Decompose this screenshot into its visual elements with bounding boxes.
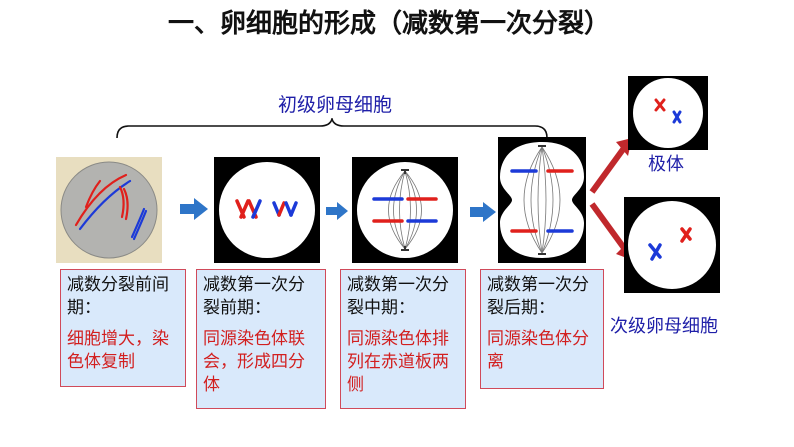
stage-box-prophase: 减数第一次分裂前期： 同源染色体联会，形成四分体 (196, 269, 326, 409)
secondary-oocyte-cell-image (624, 197, 720, 293)
interphase-cell-image (56, 157, 162, 263)
stage-box-anaphase: 减数第一次分裂后期： 同源染色体分离 (480, 269, 604, 389)
arrow-right-icon (470, 202, 496, 222)
stage-desc: 细胞增大，染色体复制 (67, 329, 169, 372)
page-title: 一、卵细胞的形成（减数第一次分裂） (168, 9, 611, 39)
polar-body-label: 极体 (648, 154, 684, 175)
arrow-right-icon (180, 198, 208, 220)
stage-title: 减数第一次分裂中期： (347, 275, 449, 318)
stage-title: 减数第一次分裂后期： (487, 275, 589, 318)
stage-title: 减数第一次分裂前期： (203, 275, 305, 318)
primary-oocyte-label: 初级卵母细胞 (278, 94, 393, 116)
anaphase-cell-image (498, 137, 586, 263)
stage-desc: 同源染色体分离 (487, 329, 589, 372)
stage-box-interphase: 减数分裂前间期： 细胞增大，染色体复制 (60, 269, 186, 387)
prophase-cell-image (214, 157, 320, 263)
stage-desc: 同源染色体排列在赤道板两侧 (347, 329, 449, 395)
polar-body-cell-image (628, 76, 708, 150)
metaphase-cell-image (352, 157, 458, 263)
stage-box-metaphase: 减数第一次分裂中期： 同源染色体排列在赤道板两侧 (340, 269, 466, 409)
stage-desc: 同源染色体联会，形成四分体 (203, 329, 305, 395)
stage-title: 减数分裂前间期： (67, 275, 169, 318)
secondary-oocyte-label: 次级卵母细胞 (610, 316, 718, 337)
brace (116, 118, 548, 139)
arrow-right-icon (326, 202, 348, 220)
